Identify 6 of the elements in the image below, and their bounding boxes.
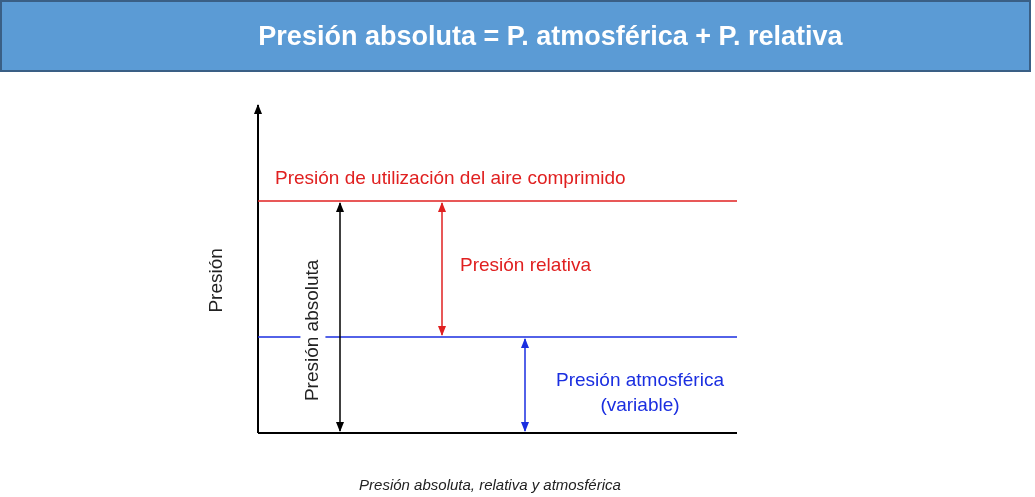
title-banner: Presión absoluta = P. atmosférica + P. relativa	[0, 0, 1031, 72]
dimension-label: Presión atmosférica (variable)	[555, 368, 725, 417]
level-label: Presión de utilización del aire comprimido	[275, 166, 626, 190]
dimension-label: Presión relativa	[460, 253, 591, 277]
figure-caption: Presión absoluta, relativa y atmosférica	[358, 476, 622, 493]
dimension-label: Presión absoluta	[300, 259, 326, 401]
